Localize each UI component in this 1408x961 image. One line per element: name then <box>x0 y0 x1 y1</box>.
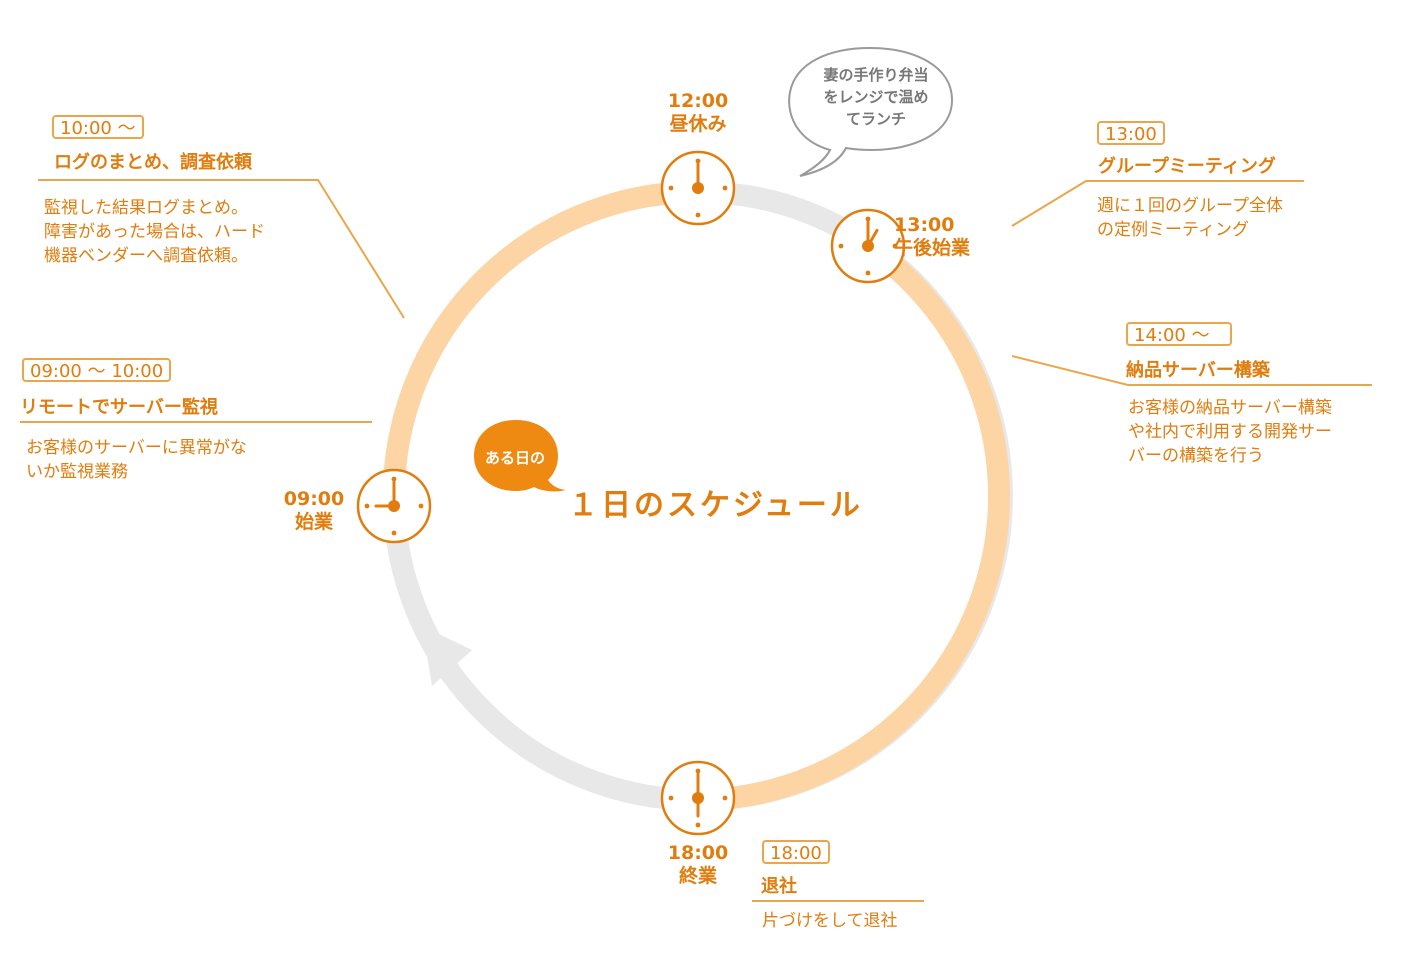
clock-tick <box>695 822 701 828</box>
connector-log-summary <box>38 179 405 319</box>
clock-1800-icon <box>660 760 736 836</box>
schedule-time-log-summary: 10:00 〜 <box>52 115 144 139</box>
clock-caption-1300: 午後始業 <box>894 237 971 259</box>
schedule-time-group-meeting: 13:00 <box>1097 121 1165 145</box>
clock-tick <box>668 185 674 191</box>
diagram-title: １日のスケジュール <box>568 488 863 523</box>
clock-1200-icon <box>660 150 736 226</box>
clock-caption-1200: 昼休み <box>669 113 727 135</box>
clock-1300-icon <box>830 208 906 284</box>
schedule-title-log-summary: ログのまとめ、調査依頼 <box>54 152 252 173</box>
ring-active-afternoon <box>697 236 1011 811</box>
schedule-title-server-build: 納品サーバー構築 <box>1126 360 1270 381</box>
clock-center <box>692 182 704 194</box>
clock-time-1800: 18:00 <box>667 842 729 864</box>
speech-bubble <box>788 46 954 177</box>
schedule-desc-server-build: お客様の納品サーバー構築 や社内で利用する開発サー バーの構築を行う <box>1128 398 1332 466</box>
clock-time-1300: 13:00 <box>894 214 955 236</box>
clock-tick <box>668 795 674 801</box>
schedule-desc-group-meeting: 週に１回のグループ全体 の定例ミーティング <box>1097 196 1283 240</box>
clock-time-0900: 09:00 <box>283 488 345 510</box>
schedule-desc-remote-monitoring: お客様のサーバーに異常がな いか監視業務 <box>26 438 247 482</box>
clock-center <box>388 500 400 512</box>
connector-server-build <box>1011 355 1372 386</box>
clock-tick <box>418 503 424 509</box>
direction-arrow-icon <box>422 626 472 686</box>
schedule-time-server-build: 14:00 〜 <box>1126 322 1232 346</box>
schedule-title-leave-office: 退社 <box>761 876 797 897</box>
clock-tick <box>892 243 898 249</box>
clock-0900-icon <box>356 468 432 544</box>
clock-tick <box>865 216 871 222</box>
clock-label-1300: 13:00 午後始業 <box>894 214 1014 260</box>
clock-tick <box>695 212 701 218</box>
clock-tick <box>722 795 728 801</box>
schedule-desc-log-summary: 監視した結果ログまとめ。 障害があった場合は、ハード 機器ベンダーへ調査依頼。 <box>44 198 265 266</box>
clock-caption-1800: 終業 <box>678 865 717 887</box>
clock-tick <box>722 185 728 191</box>
clock-label-1800: 18:00 終業 <box>638 842 758 888</box>
clock-tick <box>364 503 370 509</box>
bubble-text: 妻の手作り弁当 をレンジで温め てランチ <box>823 66 929 128</box>
badge-label: ある日の <box>484 449 545 467</box>
schedule-time-remote-monitoring: 09:00 〜 10:00 <box>22 358 172 382</box>
clock-center <box>692 792 704 804</box>
connector-lines <box>20 179 1372 902</box>
clock-tick <box>695 768 701 774</box>
schedule-title-remote-monitoring: リモートでサーバー監視 <box>20 397 218 418</box>
connector-group-meeting <box>1011 180 1304 227</box>
schedule-desc-leave-office: 片づけをして退社 <box>762 911 898 931</box>
schedule-time-leave-office: 18:00 <box>762 840 830 864</box>
clock-label-1200: 12:00 昼休み <box>638 90 758 136</box>
clock-tick <box>865 270 871 276</box>
badge-blob <box>474 420 566 492</box>
clock-caption-0900: 始業 <box>294 511 333 533</box>
clock-tick <box>838 243 844 249</box>
ring-active-morning <box>382 181 699 507</box>
clock-center <box>862 240 874 252</box>
schedule-title-group-meeting: グループミーティング <box>1098 156 1276 177</box>
clock-tick <box>391 476 397 482</box>
clock-label-0900: 09:00 始業 <box>254 488 374 534</box>
clock-tick <box>391 530 397 536</box>
clock-time-1200: 12:00 <box>667 90 729 112</box>
clock-tick <box>695 158 701 164</box>
